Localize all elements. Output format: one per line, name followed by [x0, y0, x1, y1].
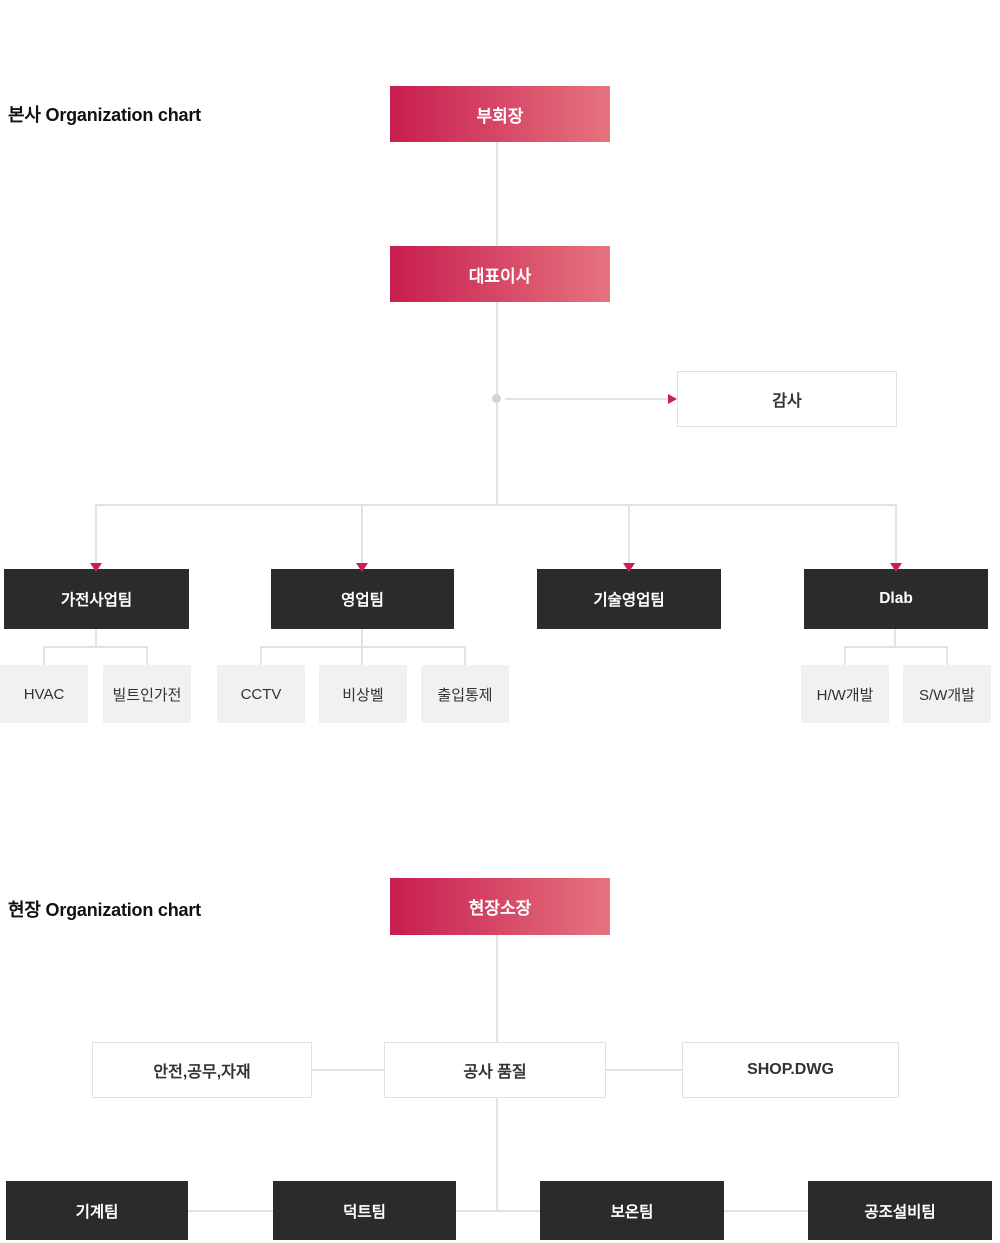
- down-arrow-icon: [890, 563, 902, 572]
- hq-team-box-appliance: 가전사업팀: [4, 569, 189, 629]
- connector-line: [844, 646, 948, 648]
- down-arrow-icon: [90, 563, 102, 572]
- subteam-box-hvac: HVAC: [0, 665, 88, 723]
- site-manager-box: 현장소장: [390, 878, 610, 935]
- auditor-box: 감사: [677, 371, 897, 427]
- connector-line-teams: [95, 504, 897, 506]
- connector-line: [188, 1210, 273, 1212]
- connector-line: [260, 646, 262, 665]
- staff-box-quality: 공사 품질: [384, 1042, 606, 1098]
- connector-line-auditor: [505, 398, 669, 400]
- chairman-box: 부회장: [390, 86, 610, 142]
- connector-line: [361, 504, 363, 565]
- connector-line: [496, 302, 498, 505]
- staff-box-safety: 안전,공무,자재: [92, 1042, 312, 1098]
- hq-chart-title: 본사 Organization chart: [8, 105, 201, 125]
- hq-team-box-sales: 영업팀: [271, 569, 454, 629]
- site-team-box-insulation: 보온팀: [540, 1181, 724, 1240]
- connector-line: [456, 1210, 540, 1212]
- staff-box-shopdwg: SHOP.DWG: [682, 1042, 899, 1098]
- down-arrow-icon: [356, 563, 368, 572]
- site-chart-title: 현장 Organization chart: [8, 900, 201, 920]
- connector-line: [894, 629, 896, 647]
- connector-line: [464, 646, 466, 665]
- connector-line: [43, 646, 148, 648]
- subteam-box-alarm: 비상벨: [319, 665, 407, 723]
- connector-line: [628, 504, 630, 565]
- site-team-box-hvac-equip: 공조설비팀: [808, 1181, 992, 1240]
- connector-line: [95, 504, 97, 565]
- subteam-box-access: 출입통제: [421, 665, 509, 723]
- connector-line: [312, 1069, 384, 1071]
- junction-dot: [492, 394, 501, 403]
- connector-line: [95, 629, 97, 647]
- subteam-box-cctv: CCTV: [217, 665, 305, 723]
- subteam-box-hw: H/W개발: [801, 665, 889, 723]
- connector-line: [895, 504, 897, 565]
- site-team-box-machine: 기계팀: [6, 1181, 188, 1240]
- hq-team-box-dlab: Dlab: [804, 569, 988, 629]
- subteam-box-builtin: 빌트인가전: [103, 665, 191, 723]
- right-arrow-icon: [668, 394, 677, 404]
- connector-line: [146, 646, 148, 665]
- ceo-box: 대표이사: [390, 246, 610, 302]
- down-arrow-icon: [623, 563, 635, 572]
- site-team-box-duct: 덕트팀: [273, 1181, 456, 1240]
- connector-line: [724, 1210, 808, 1212]
- connector-line: [844, 646, 846, 665]
- subteam-box-sw: S/W개발: [903, 665, 991, 723]
- connector-line: [946, 646, 948, 665]
- connector-line: [43, 646, 45, 665]
- hq-team-box-tech-sales: 기술영업팀: [537, 569, 721, 629]
- connector-line: [260, 646, 466, 648]
- connector-line: [606, 1069, 682, 1071]
- connector-line: [496, 142, 498, 246]
